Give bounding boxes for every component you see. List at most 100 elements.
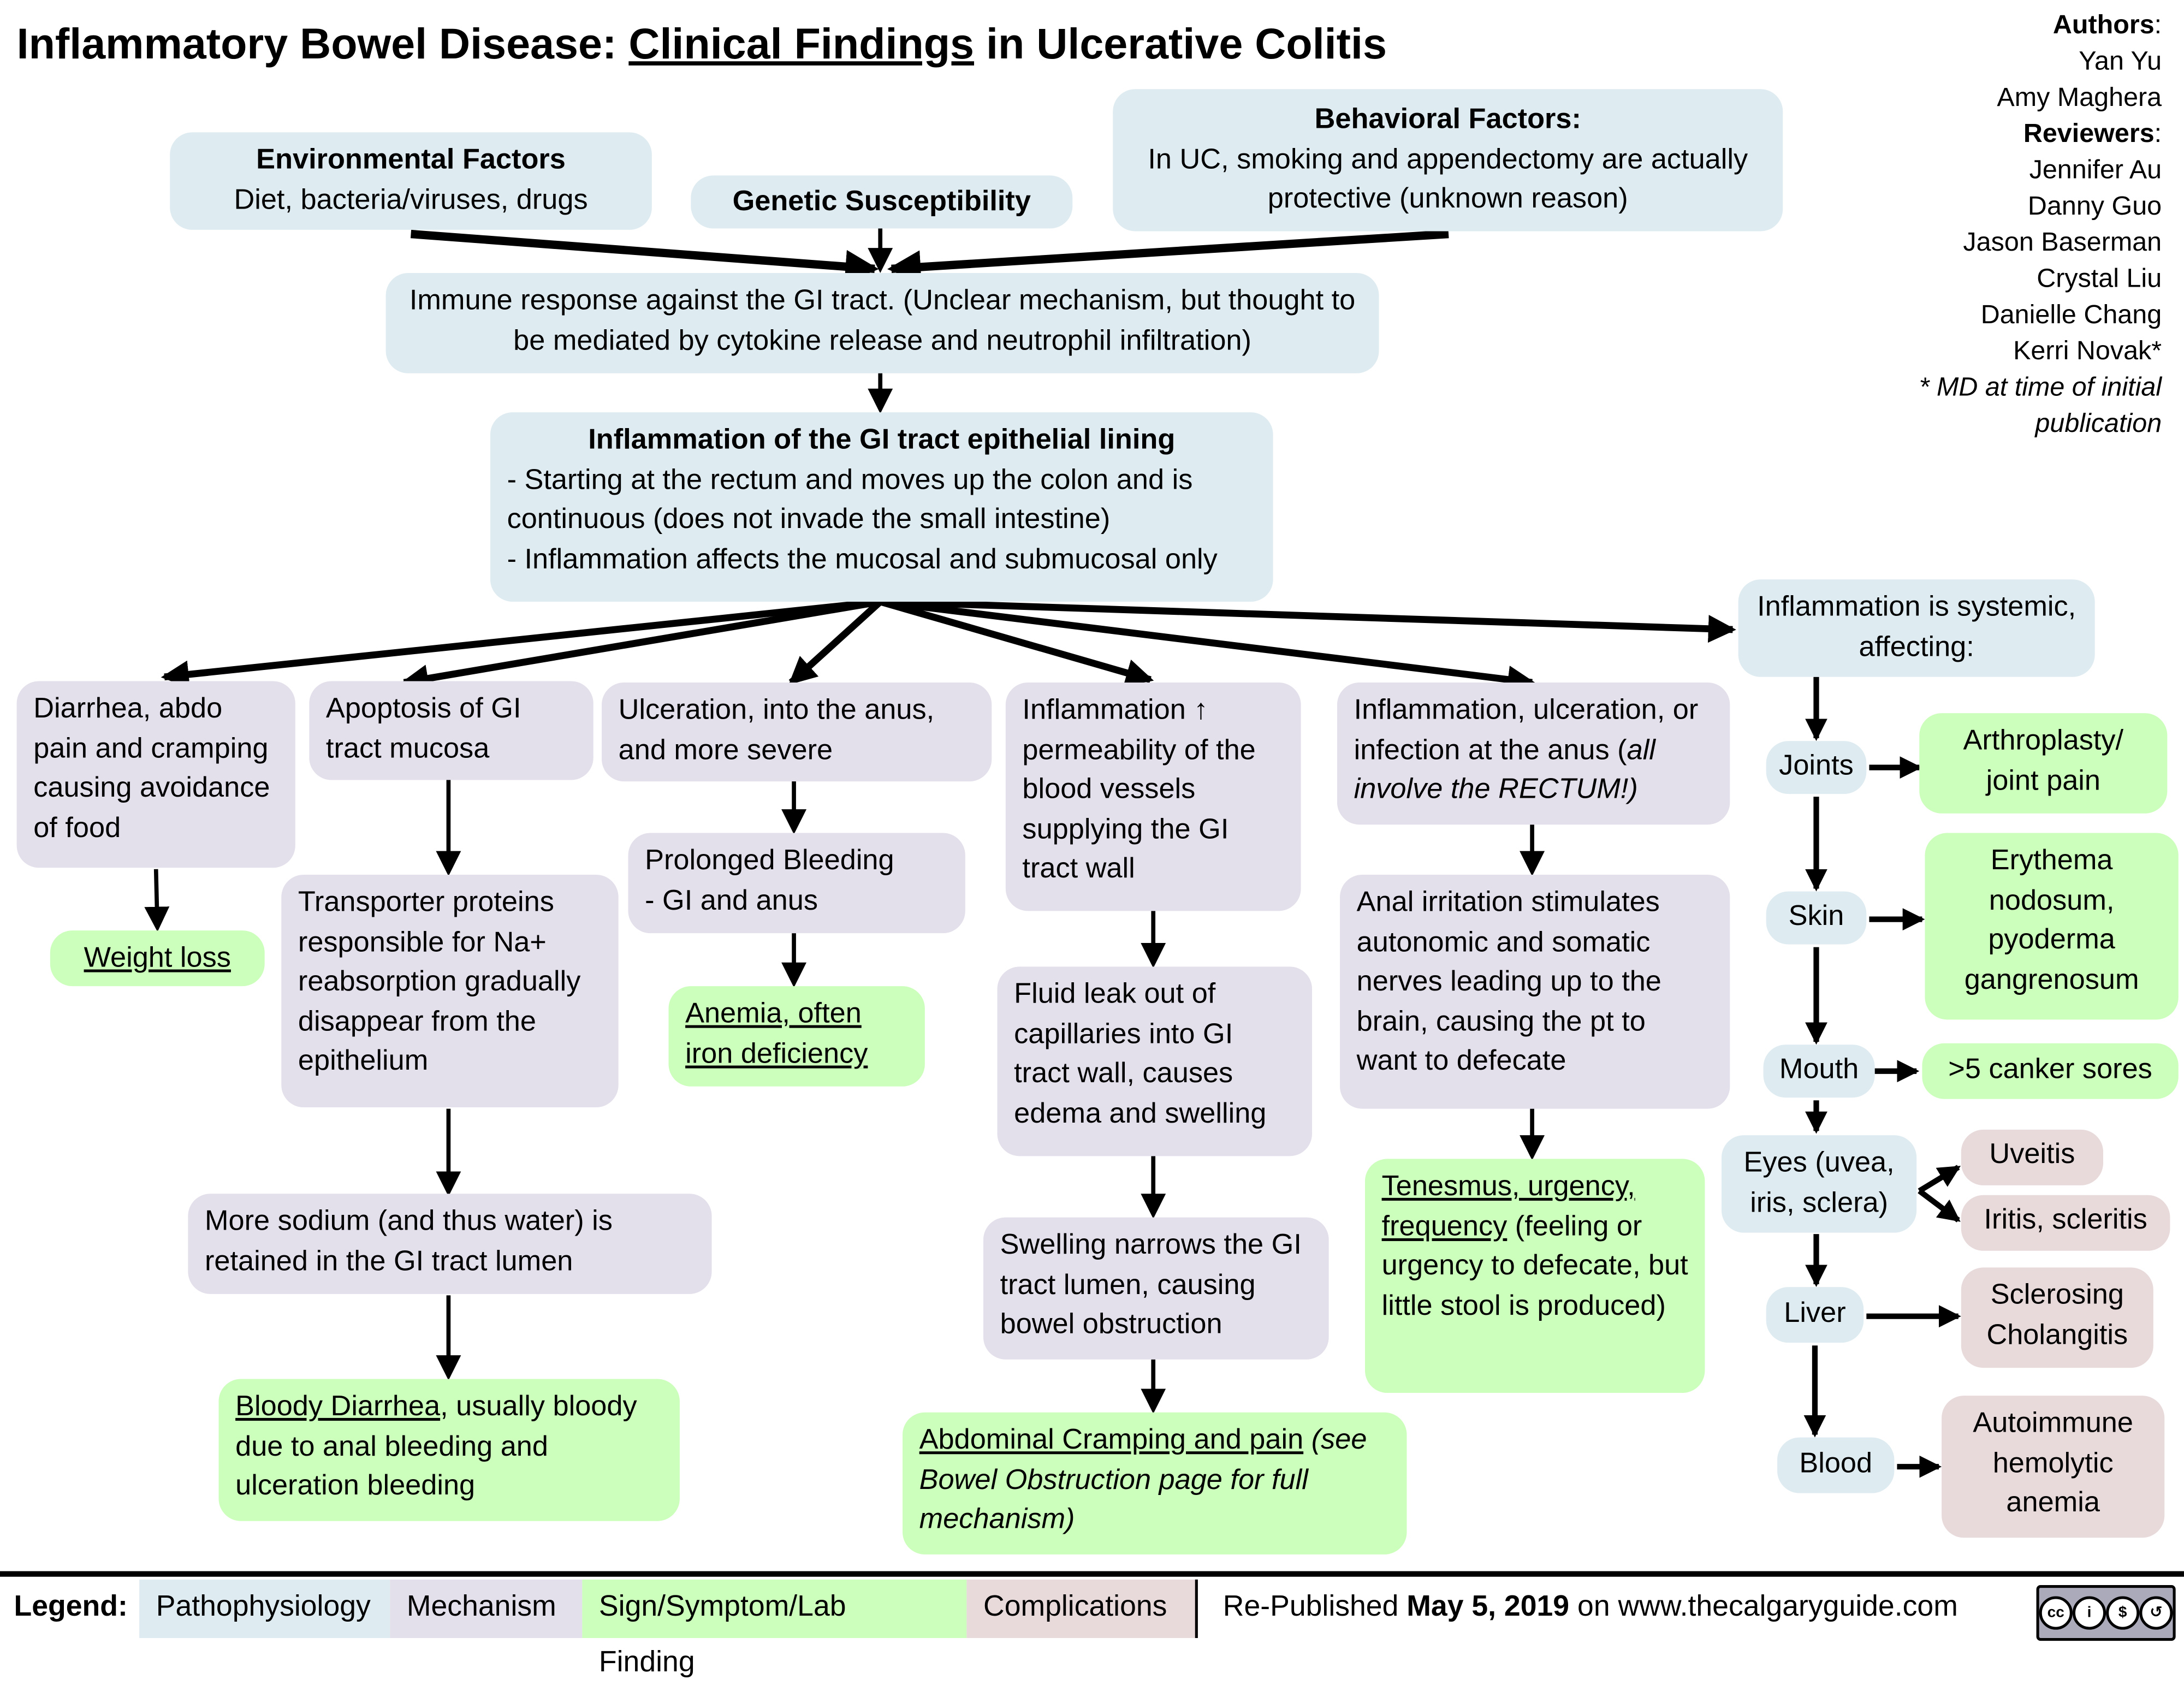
uveitis-box: Uveitis bbox=[1961, 1129, 2104, 1185]
canker-text: >5 canker sores bbox=[1948, 1053, 2152, 1085]
uveitis-text: Uveitis bbox=[1989, 1138, 2075, 1170]
liver-box: Liver bbox=[1766, 1287, 1864, 1343]
page-title: Inflammatory Bowel Disease: Clinical Fin… bbox=[17, 20, 1387, 70]
autoimmune-anemia-box: Autoimmune hemolytic anemia bbox=[1942, 1396, 2165, 1538]
joints-box: Joints bbox=[1766, 741, 1867, 794]
blood-text: Blood bbox=[1799, 1447, 1873, 1480]
anemia-box: Anemia, often iron deficiency bbox=[668, 986, 925, 1087]
by-icon: i bbox=[2072, 1596, 2106, 1630]
ulceration-box: Ulceration, into the anus, and more seve… bbox=[602, 682, 992, 782]
arrow-to-ulceration bbox=[788, 599, 883, 685]
erythema-text: Erythema nodosum, pyoderma gangrenosum bbox=[1964, 844, 2139, 995]
systemic-box: Inflammation is systemic, affecting: bbox=[1738, 579, 2095, 677]
bloody-diarrhea-box: Bloody Diarrhea, usually bloody due to a… bbox=[218, 1379, 680, 1521]
title-part-1: Inflammatory Bowel Disease: bbox=[16, 19, 629, 68]
systemic-text: Inflammation is systemic, affecting: bbox=[1757, 590, 2076, 663]
fluid-leak-text: Fluid leak out of capillaries into GI tr… bbox=[1014, 977, 1267, 1129]
joints-text: Joints bbox=[1779, 749, 1854, 782]
footnote: * MD at time of initial publication bbox=[1919, 373, 2162, 439]
title-part-3: in Ulcerative Colitis bbox=[974, 19, 1387, 68]
canker-sores-box: >5 canker sores bbox=[1922, 1043, 2179, 1099]
publication-info: Re-Published May 5, 2019 on www.thecalga… bbox=[1206, 1580, 1974, 1638]
published-site: on www.thecalgaryguide.com bbox=[1569, 1591, 1958, 1623]
bloody-diarrhea-term: Bloody Diarrhea bbox=[235, 1390, 441, 1422]
weight-loss-box: Weight loss bbox=[50, 930, 265, 987]
transporter-text: Transporter proteins responsible for Na+… bbox=[298, 886, 581, 1077]
legend: Legend: Pathophysiology Mechanism Sign/S… bbox=[0, 1579, 2184, 1678]
behavioral-factors-box: Behavioral Factors: In UC, smoking and a… bbox=[1113, 89, 1783, 232]
eyes-box: Eyes (uvea, iris, sclera) bbox=[1722, 1135, 1917, 1233]
weight-loss-text: Weight loss bbox=[84, 941, 231, 974]
anemia-text: Anemia, often iron deficiency bbox=[685, 997, 868, 1069]
arrow-diarrhea-to-weightloss bbox=[144, 869, 170, 932]
tenesmus-term: Tenesmus, urgency, frequency bbox=[1381, 1170, 1635, 1242]
bloody-diarrhea-text: , usually bloody due to anal bleeding an… bbox=[235, 1390, 637, 1502]
eyes-text: Eyes (uvea, iris, sclera) bbox=[1743, 1146, 1895, 1218]
mouth-text: Mouth bbox=[1779, 1053, 1859, 1085]
environmental-heading: Environmental Factors bbox=[256, 143, 566, 176]
legend-divider bbox=[0, 1571, 2184, 1577]
liver-text: Liver bbox=[1784, 1296, 1846, 1329]
bleeding-line-1: Prolonged Bleeding bbox=[645, 844, 894, 876]
inflammation-heading: Inflammation of the GI tract epithelial … bbox=[588, 423, 1176, 456]
reviewers-label: Reviewers bbox=[2023, 120, 2155, 149]
tenesmus-text: (feeling or urgency to defecate, but lit… bbox=[1381, 1209, 1688, 1321]
behavioral-heading: Behavioral Factors: bbox=[1314, 103, 1581, 135]
environmental-factors-box: Environmental Factors Diet, bacteria/vir… bbox=[170, 132, 652, 230]
license-badge[interactable]: cc i $ ↺ bbox=[2036, 1585, 2176, 1641]
sclerosing-text: Sclerosing Cholangitis bbox=[1986, 1278, 2128, 1351]
swelling-box: Swelling narrows the GI tract lumen, cau… bbox=[983, 1217, 1329, 1360]
cramping-term: Abdominal Cramping and pain bbox=[919, 1423, 1304, 1456]
sa-icon: ↺ bbox=[2139, 1596, 2173, 1630]
apoptosis-text: Apoptosis of GI tract mucosa bbox=[325, 692, 521, 764]
inflammation-box: Inflammation of the GI tract epithelial … bbox=[490, 412, 1273, 602]
anus-italic-note: all involve the RECTUM!) bbox=[1354, 733, 1655, 805]
genetic-heading: Genetic Susceptibility bbox=[732, 185, 1031, 217]
inflammation-line-2: - Inflammation affects the mucosal and s… bbox=[507, 542, 1218, 575]
nc-icon: $ bbox=[2106, 1596, 2140, 1630]
reviewer-name: Jennifer Au bbox=[2029, 156, 2162, 186]
sodium-retention-box: More sodium (and thus water) is retained… bbox=[188, 1194, 712, 1294]
fluid-leak-box: Fluid leak out of capillaries into GI tr… bbox=[997, 966, 1313, 1156]
arrow-eyes-to-iritis bbox=[1918, 1189, 1961, 1223]
ulceration-text: Ulceration, into the anus, and more seve… bbox=[618, 693, 935, 766]
arrow-behavioral-to-immune bbox=[887, 229, 1449, 284]
skin-box: Skin bbox=[1766, 891, 1867, 945]
arrow-env-to-immune bbox=[410, 229, 879, 283]
apoptosis-box: Apoptosis of GI tract mucosa bbox=[309, 681, 594, 780]
legend-sign-symptom: Sign/Symptom/Lab Finding bbox=[582, 1579, 967, 1678]
arthroplasty-text: Arthroplasty/ joint pain bbox=[1963, 724, 2124, 796]
diagram-canvas: Inflammatory Bowel Disease: Clinical Fin… bbox=[0, 8, 2184, 1678]
credits: Authors: Yan Yu Amy Maghera Reviewers: J… bbox=[1883, 8, 2162, 443]
reviewer-name: Jason Baserman bbox=[1963, 228, 2162, 258]
arthroplasty-box: Arthroplasty/ joint pain bbox=[1919, 713, 2168, 814]
reviewer-name: Danielle Chang bbox=[1980, 301, 2162, 330]
anus-inflammation-box: Inflammation, ulceration, or infection a… bbox=[1337, 682, 1730, 825]
authors-label: Authors bbox=[2052, 11, 2155, 40]
author-name: Amy Maghera bbox=[1997, 84, 2162, 113]
sclerosing-cholangitis-box: Sclerosing Cholangitis bbox=[1961, 1267, 2153, 1368]
arrow-to-permeability bbox=[879, 598, 1154, 687]
environmental-text: Diet, bacteria/viruses, drugs bbox=[234, 183, 588, 216]
skin-text: Skin bbox=[1788, 899, 1844, 932]
mouth-box: Mouth bbox=[1763, 1045, 1875, 1098]
arrow-to-apoptosis bbox=[400, 598, 881, 692]
arrow-to-diarrhea bbox=[161, 598, 881, 689]
immune-text: Immune response against the GI tract. (U… bbox=[409, 284, 1356, 356]
cc-icon: cc bbox=[2039, 1596, 2073, 1630]
inflammation-line-1: - Starting at the rectum and moves up th… bbox=[507, 463, 1193, 535]
author-name: Yan Yu bbox=[2079, 47, 2162, 77]
title-part-2: Clinical Findings bbox=[628, 19, 975, 68]
published-date: May 5, 2019 bbox=[1406, 1591, 1570, 1623]
permeability-box: Inflammation ↑ permeability of the blood… bbox=[1005, 682, 1301, 911]
bleeding-line-2: - GI and anus bbox=[645, 883, 818, 916]
published-prefix: Re-Published bbox=[1222, 1591, 1407, 1623]
legend-label: Legend: bbox=[14, 1591, 128, 1623]
transporter-box: Transporter proteins responsible for Na+… bbox=[281, 875, 619, 1108]
autoimmune-text: Autoimmune hemolytic anemia bbox=[1973, 1407, 2133, 1518]
iritis-text: Iritis, scleritis bbox=[1984, 1203, 2147, 1236]
prolonged-bleeding-box: Prolonged Bleeding - GI and anus bbox=[628, 833, 965, 934]
reviewer-name: Crystal Liu bbox=[2037, 264, 2162, 294]
blood-box: Blood bbox=[1777, 1437, 1895, 1493]
tenesmus-box: Tenesmus, urgency, frequency (feeling or… bbox=[1364, 1159, 1705, 1393]
